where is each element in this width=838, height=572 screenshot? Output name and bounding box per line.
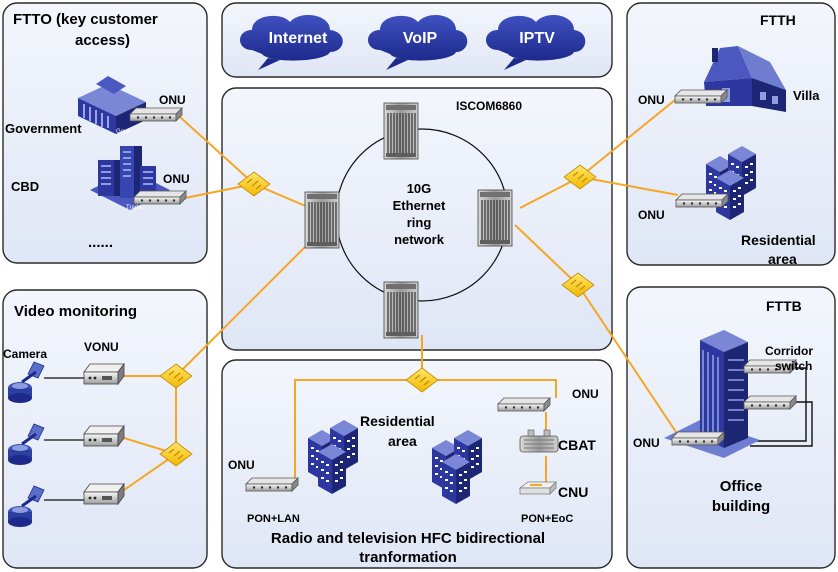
ring-label-line4: network xyxy=(394,232,445,247)
hfc-residential-line2: area xyxy=(388,433,417,449)
corridor-switch-lower[interactable] xyxy=(743,395,797,410)
hfc-residential-line1: Residential xyxy=(360,413,435,429)
corridor-switch-line2: switch xyxy=(775,359,812,373)
ftth-residential-line1: Residential xyxy=(741,232,816,248)
government-building-icon xyxy=(78,76,146,134)
hfc-caption-line1: Radio and television HFC bidirectional xyxy=(271,530,545,547)
vonu-label: VONU xyxy=(84,340,119,354)
onu-government[interactable] xyxy=(129,107,183,122)
cloud-iptv[interactable] xyxy=(486,15,586,70)
core-switch-right[interactable] xyxy=(477,189,513,247)
fttb-wiring xyxy=(750,367,813,447)
core-switch-left[interactable] xyxy=(304,191,340,249)
iscom6860-label: ISCOM6860 xyxy=(456,99,522,113)
voip-label: VoIP xyxy=(403,30,438,47)
hfc-panel xyxy=(221,359,613,569)
iptv-label: IPTV xyxy=(519,30,555,47)
onu-ftth-residential[interactable] xyxy=(675,193,729,208)
internet-label: Internet xyxy=(269,30,328,47)
onu-ftth-residential-label: ONU xyxy=(638,208,665,222)
office-building-icon xyxy=(664,330,760,458)
onu-government-label: ONU xyxy=(159,93,186,107)
office-building-line1: Office xyxy=(720,478,763,495)
ring-label-line1: 10G xyxy=(407,181,432,196)
cloud-internet[interactable] xyxy=(240,15,343,70)
ring-label-line3: ring xyxy=(407,215,432,230)
cbd-label: CBD xyxy=(11,179,39,194)
onu-pon-eoc-label: ONU xyxy=(572,387,599,401)
onu-cbd[interactable] xyxy=(133,190,187,205)
core-switch-top[interactable] xyxy=(383,102,419,160)
onu-villa[interactable] xyxy=(674,89,728,104)
ftto-title-line1: FTTO (key customer xyxy=(13,11,158,28)
video-title: Video monitoring xyxy=(14,303,137,320)
onu-fttb-label: ONU xyxy=(633,436,660,450)
fttb-title: FTTB xyxy=(766,298,802,314)
onu-pon-lan[interactable] xyxy=(245,477,299,492)
core-panel xyxy=(221,87,613,351)
onu-cbd-label: ONU xyxy=(163,172,190,186)
ftth-residential-line2: area xyxy=(768,251,797,267)
vonu-2[interactable] xyxy=(83,425,125,447)
onu-pon-lan-label: ONU xyxy=(228,458,255,472)
cbat-device-icon xyxy=(519,429,559,453)
cnu-label: CNU xyxy=(558,484,588,500)
more-ellipsis: ...... xyxy=(88,234,113,251)
hfc-caption-line2: tranformation xyxy=(359,549,457,566)
pon-lan-label: PON+LAN xyxy=(247,513,300,525)
vonu-3[interactable] xyxy=(83,483,125,505)
office-building-line2: building xyxy=(712,498,770,515)
pon-eoc-label: PON+EoC xyxy=(521,513,573,525)
cloud-voip[interactable] xyxy=(368,15,468,70)
villa-label: Villa xyxy=(793,88,820,103)
ring-label-line2: Ethernet xyxy=(393,198,446,213)
onu-pon-eoc[interactable] xyxy=(497,397,551,412)
camera-cables xyxy=(44,377,84,501)
cnu-device-icon xyxy=(518,481,557,495)
onu-fttb[interactable] xyxy=(671,431,725,446)
camera-label: Camera xyxy=(3,347,47,361)
onu-villa-label: ONU xyxy=(638,93,665,107)
corridor-switch-line1: Corridor xyxy=(765,344,813,358)
ftth-title: FTTH xyxy=(760,12,796,28)
ftto-title-line2: access) xyxy=(75,32,130,49)
government-sign: Gove xyxy=(116,129,131,135)
ftth-panel xyxy=(626,2,836,266)
cbat-label: CBAT xyxy=(558,437,596,453)
trade-sign: Trade xyxy=(126,205,142,211)
government-label: Government xyxy=(5,121,82,136)
core-switch-bottom[interactable] xyxy=(383,281,419,339)
vonu-1[interactable] xyxy=(83,363,125,385)
